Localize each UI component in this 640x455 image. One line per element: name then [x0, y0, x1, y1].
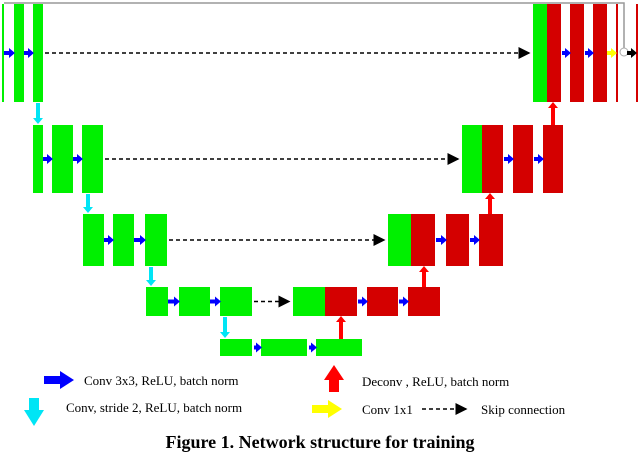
conv3x3-arrow: [4, 48, 15, 58]
encoder-block: [179, 287, 210, 316]
skip-feature-block: [293, 287, 325, 316]
stride-legend-label: Conv, stride 2, ReLU, batch norm: [66, 400, 242, 415]
skip-feature-block: [462, 125, 482, 193]
decoder-block: [543, 125, 563, 193]
encoder-block: [33, 4, 43, 102]
decoder-block: [325, 287, 357, 316]
decoder-block: [570, 4, 584, 102]
residual-add-icon: [619, 47, 629, 57]
stride-conv-arrow: [220, 317, 230, 338]
skip-legend-label: Skip connection: [481, 402, 566, 417]
encoder-block: [33, 125, 43, 193]
decoder-block: [479, 214, 503, 266]
encoder-block: [261, 339, 307, 356]
conv3x3-arrow: [504, 154, 514, 164]
encoder-block: [14, 4, 24, 102]
conv3x3-arrow: [470, 235, 480, 245]
figure-caption: Figure 1. Network structure for training: [166, 432, 475, 452]
decoder-block: [446, 214, 469, 266]
conv3x3-arrow: [399, 296, 409, 307]
stride-conv-arrow: [33, 103, 43, 124]
encoder-block: [220, 339, 252, 356]
encoder-block: [220, 287, 252, 316]
conv3x3-arrow: [309, 342, 317, 353]
conv3x3-arrow: [168, 296, 180, 307]
decoder-block: [411, 214, 435, 266]
conv3x3-legend-label: Conv 3x3, ReLU, batch norm: [84, 373, 239, 388]
encoder-block: [316, 339, 362, 356]
deconv-arrow: [548, 102, 558, 125]
conv1x1-legend-label: Conv 1x1: [362, 402, 413, 417]
output-arrow: [627, 48, 637, 58]
deconv-legend-icon: [324, 365, 344, 392]
conv3x3-legend-icon: [44, 371, 74, 389]
encoder-block: [2, 4, 4, 102]
conv3x3-arrow: [436, 235, 447, 245]
stride-legend-icon: [24, 398, 44, 426]
skip-feature-block: [388, 214, 411, 266]
encoder-block: [145, 214, 167, 266]
encoder-block: [82, 125, 103, 193]
deconv-legend-label: Deconv , ReLU, batch norm: [362, 374, 509, 389]
encoder-block: [83, 214, 104, 266]
decoder-block: [482, 125, 503, 193]
conv1x1-arrow: [607, 48, 617, 58]
decoder-block: [408, 287, 440, 316]
residual-connection-line: [4, 2, 625, 48]
conv3x3-arrow: [43, 154, 53, 164]
deconv-arrow: [336, 316, 346, 339]
skip-feature-block: [533, 4, 547, 102]
legend: Conv 3x3, ReLU, batch norm Conv, stride …: [24, 365, 566, 426]
stride-conv-arrow: [146, 267, 156, 286]
stride-conv-arrow: [83, 194, 93, 213]
encoder-block: [52, 125, 73, 193]
conv3x3-arrow: [104, 235, 114, 245]
conv3x3-arrow: [24, 48, 34, 58]
conv3x3-arrow: [358, 296, 368, 307]
conv3x3-arrow: [210, 296, 221, 307]
conv3x3-arrow: [134, 235, 146, 245]
conv3x3-arrow: [534, 154, 544, 164]
deconv-arrow: [419, 266, 429, 287]
decoder-block: [547, 4, 561, 102]
conv3x3-arrow: [73, 154, 83, 164]
deconv-arrow: [485, 193, 495, 214]
encoder-block: [113, 214, 134, 266]
decoder-block: [513, 125, 533, 193]
decoder-block: [593, 4, 607, 102]
encoder-block: [146, 287, 168, 316]
conv1x1-legend-icon: [312, 400, 342, 418]
conv3x3-arrow: [585, 48, 594, 58]
conv3x3-arrow: [562, 48, 571, 58]
conv3x3-arrow: [254, 342, 262, 353]
decoder-block: [367, 287, 398, 316]
